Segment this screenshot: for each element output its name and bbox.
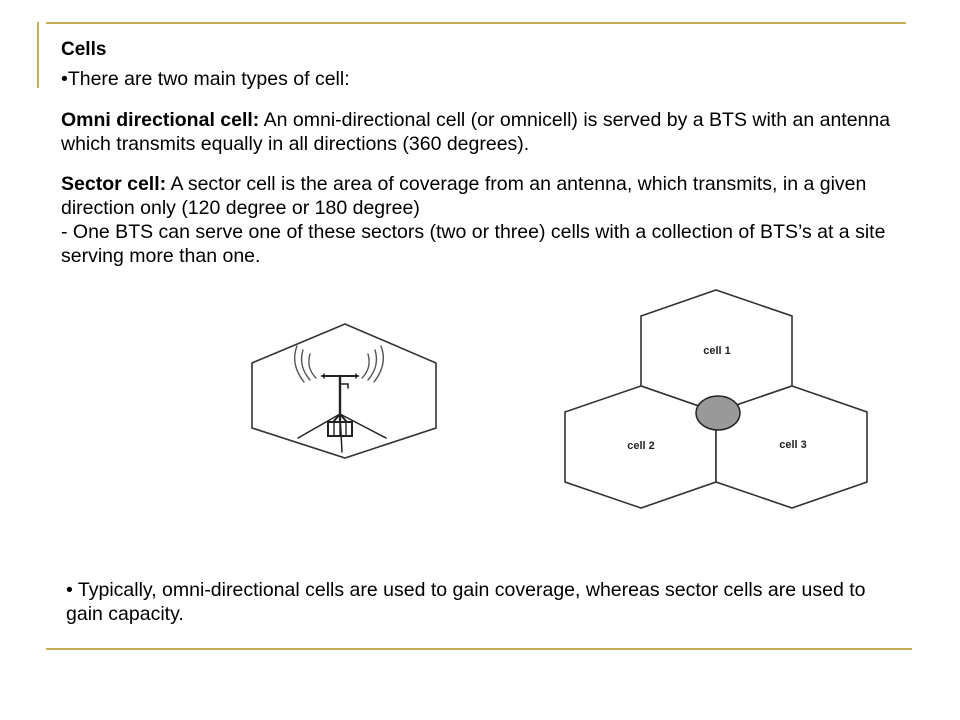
intro-bullet: •There are two main types of cell: — [61, 68, 350, 90]
slide-title: Cells — [61, 39, 107, 60]
cell-2-label: cell 2 — [627, 440, 655, 452]
cell-1-label: cell 1 — [703, 345, 731, 357]
bts-site-circle — [695, 395, 741, 431]
sector-cell-diagram: cell 1 cell 2 cell 3 — [564, 289, 868, 509]
omni-cell-text: An omni-directional cell (or omnicell) i… — [61, 109, 891, 155]
sector-hexagon-cell-3 — [715, 385, 868, 509]
omni-cell-paragraph: Omni directional cell: An omni-direction… — [61, 108, 941, 156]
omni-antenna-icon — [294, 345, 387, 453]
omni-hexagon-cell — [251, 323, 437, 459]
sector-cell-paragraph: Sector cell: A sector cell is the area o… — [61, 172, 941, 268]
sector-cell-text: A sector cell is the area of coverage fr… — [61, 173, 867, 219]
cell-3-label: cell 3 — [779, 439, 807, 451]
sector-cell-note: - One BTS can serve one of these sectors… — [61, 221, 886, 267]
sector-cell-term: Sector cell: — [61, 173, 167, 195]
omni-cell-diagram — [251, 323, 437, 459]
left-rule — [37, 22, 39, 88]
bottom-rule — [46, 648, 912, 650]
top-rule — [46, 22, 906, 24]
omni-cell-term: Omni directional cell: — [61, 109, 260, 131]
bottom-note: • Typically, omni-directional cells are … — [66, 579, 866, 625]
